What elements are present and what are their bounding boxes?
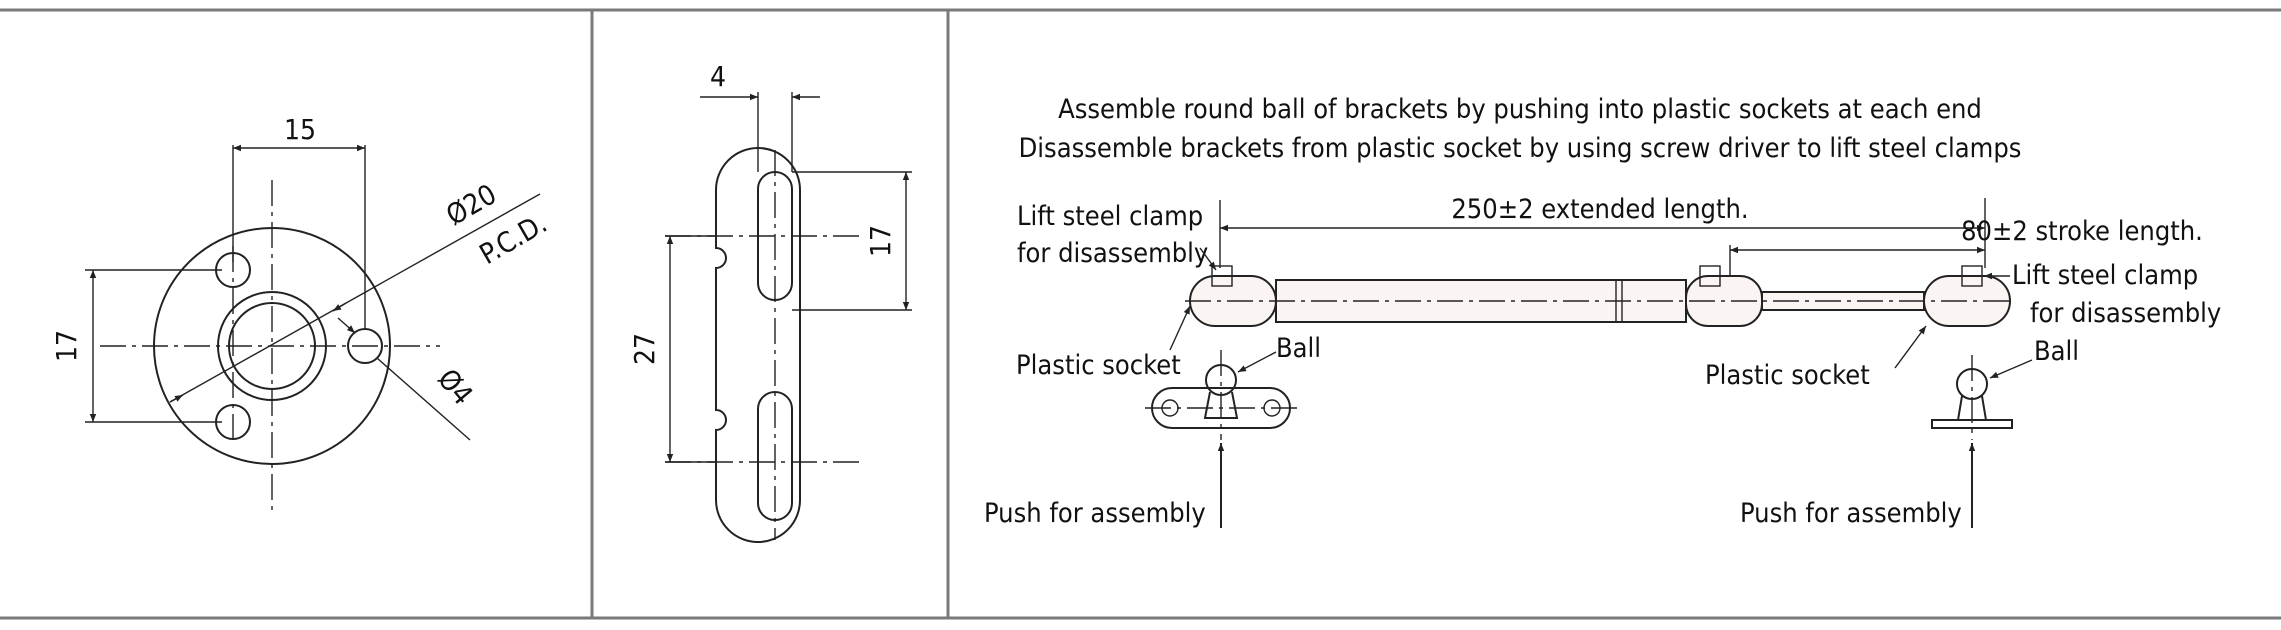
dim-pcd-label: P.C.D. bbox=[474, 207, 553, 271]
left-push-label: Push for assembly bbox=[984, 498, 1206, 529]
left-socket-label: Plastic socket bbox=[1016, 350, 1181, 381]
right-ball-label: Ball bbox=[2034, 336, 2079, 367]
note-disassemble: Disassemble brackets from plastic socket… bbox=[1019, 133, 2022, 164]
left-clamp-label-line1: Lift steel clamp bbox=[1017, 201, 1203, 232]
note-assemble: Assemble round ball of brackets by pushi… bbox=[1058, 94, 1982, 125]
dim-extended-label: 250±2 extended length. bbox=[1451, 194, 1748, 225]
gas-spring bbox=[1185, 265, 2015, 327]
slot-view: 4 17 27 bbox=[628, 60, 912, 543]
right-push-label: Push for assembly bbox=[1740, 498, 1962, 529]
left-clamp-label-line2: for disassembly bbox=[1017, 238, 1208, 269]
sheet-frame bbox=[0, 8, 2281, 620]
right-clamp-label-line1: Lift steel clamp bbox=[2012, 260, 2198, 291]
dim-slot-length-label: 17 bbox=[864, 225, 897, 257]
left-ball-label: Ball bbox=[1276, 333, 1321, 364]
right-clamp-label-line2: for disassembly bbox=[2030, 298, 2221, 329]
dim-slot-width-label: 4 bbox=[710, 60, 726, 93]
right-ball-bracket bbox=[1931, 355, 2013, 440]
left-steel-clamp bbox=[1211, 265, 1233, 287]
dim-stroke-label: 80±2 stroke length. bbox=[1961, 216, 2203, 247]
assembly-view: Assemble round ball of brackets by pushi… bbox=[984, 94, 2221, 529]
flange-view: 15 17 Ø20 P.C.D. Ø4 bbox=[50, 113, 553, 512]
right-socket-label: Plastic socket bbox=[1705, 360, 1870, 391]
dim-slot-pitch-label: 27 bbox=[628, 333, 661, 365]
left-ball-bracket bbox=[1145, 350, 1297, 440]
right-steel-clamp bbox=[1961, 265, 1983, 287]
dim-spacing-label: 15 bbox=[284, 113, 316, 146]
dim-hole-label: Ø4 bbox=[431, 363, 479, 412]
dim-height-label: 17 bbox=[50, 330, 83, 362]
bracket-plate-outline bbox=[715, 147, 801, 543]
dim-pcd-diameter: Ø20 bbox=[441, 178, 502, 233]
